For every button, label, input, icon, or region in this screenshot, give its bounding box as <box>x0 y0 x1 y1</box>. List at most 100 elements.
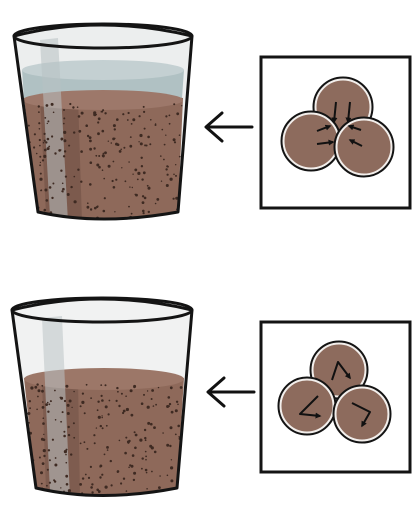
speckle <box>53 112 55 114</box>
speckle <box>106 425 108 427</box>
speckle <box>41 483 43 485</box>
speckle <box>80 405 82 407</box>
speckle <box>26 455 28 457</box>
speckle <box>68 426 70 428</box>
speckle <box>162 129 164 131</box>
speckle <box>131 414 134 417</box>
speckle <box>126 490 128 492</box>
speckle <box>125 180 127 182</box>
speckle <box>44 117 46 119</box>
speckle <box>144 437 146 439</box>
speckle <box>114 138 116 140</box>
speckle <box>26 449 29 452</box>
speckle <box>28 474 29 475</box>
speckle <box>179 156 181 158</box>
speckle <box>36 153 38 155</box>
speckle <box>147 136 150 139</box>
speckle <box>40 189 42 191</box>
speckle <box>174 141 176 143</box>
speckle <box>97 132 100 135</box>
speckle <box>46 104 49 107</box>
speckle <box>141 157 143 159</box>
speckle <box>82 477 84 479</box>
speckle <box>65 176 67 178</box>
speckle <box>42 406 45 409</box>
speckle <box>87 202 89 204</box>
speckle <box>142 201 145 204</box>
speckle <box>47 138 50 141</box>
speckle <box>39 139 41 141</box>
speckle <box>51 135 53 137</box>
speckle <box>153 426 156 429</box>
speckle <box>175 175 177 177</box>
speckle <box>44 149 47 152</box>
speckle <box>50 400 52 402</box>
speckle <box>149 445 152 448</box>
speckle <box>43 449 46 452</box>
speckle <box>159 475 161 477</box>
speckle <box>26 176 28 178</box>
speckle <box>36 383 38 385</box>
particle <box>283 113 339 169</box>
speckle <box>47 120 49 122</box>
speckle <box>96 427 97 428</box>
speckle <box>115 143 118 146</box>
speckle <box>51 103 54 106</box>
speckle <box>147 185 149 187</box>
speckle <box>101 474 103 476</box>
speckle <box>90 466 92 468</box>
speckle <box>144 128 146 130</box>
speckle <box>151 389 154 392</box>
speckle <box>149 143 151 145</box>
speckle <box>147 390 148 391</box>
speckle <box>173 174 175 176</box>
speckle <box>177 425 180 428</box>
speckle <box>46 199 49 202</box>
speckle <box>45 141 47 143</box>
speckle <box>101 415 102 416</box>
speckle <box>86 448 88 450</box>
speckle <box>143 111 145 113</box>
speckle <box>145 469 148 472</box>
speckle <box>98 117 101 120</box>
speckle <box>78 130 81 133</box>
speckle <box>87 206 90 209</box>
speckle <box>167 166 169 168</box>
speckle <box>132 174 133 175</box>
speckle <box>42 159 44 161</box>
speckle <box>170 479 173 482</box>
speckle <box>170 466 173 469</box>
speckle <box>141 178 143 180</box>
speckle <box>41 390 44 393</box>
speckle <box>114 211 115 212</box>
speckle <box>132 118 135 121</box>
speckle <box>131 123 133 125</box>
speckle <box>91 483 93 485</box>
speckle <box>108 165 111 168</box>
speckle <box>80 181 82 183</box>
speckle <box>113 186 116 189</box>
speckle <box>130 136 132 138</box>
speckle <box>148 211 150 213</box>
speckle <box>94 207 97 210</box>
speckle <box>120 482 122 484</box>
speckle <box>98 155 100 157</box>
speckle <box>111 484 113 486</box>
speckle <box>49 482 51 484</box>
speckle <box>27 473 30 476</box>
speckle <box>123 147 125 149</box>
speckle <box>147 406 150 409</box>
speckle <box>108 141 109 142</box>
speckle <box>63 431 65 433</box>
speckle <box>39 164 41 166</box>
speckle <box>99 476 101 478</box>
speckle <box>132 454 135 457</box>
speckle <box>62 411 64 413</box>
speckle <box>39 178 42 181</box>
speckle <box>117 391 119 393</box>
speckle <box>145 456 147 458</box>
speckle <box>102 155 104 157</box>
speckle <box>39 128 41 130</box>
inset-panel-repulsion <box>261 322 410 472</box>
speckle <box>151 471 153 473</box>
